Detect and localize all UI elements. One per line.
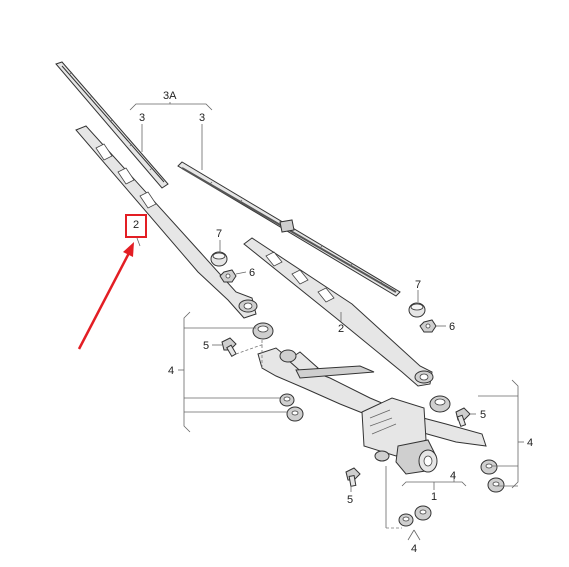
wiper-arm-left — [75, 125, 258, 319]
cap-left — [210, 251, 228, 267]
nut-right — [419, 319, 437, 333]
bushing-left-bottom — [286, 406, 304, 422]
label-arm-right: 2 — [338, 323, 344, 335]
callout-labels: 3A 3 3 2 2 7 7 6 6 4 5 5 4 1 4 5 4 — [133, 90, 533, 555]
bushing-left-top — [279, 393, 295, 407]
cap-right — [408, 302, 426, 318]
highlight-box — [125, 214, 147, 238]
label-cap-right: 7 — [415, 279, 421, 291]
bushing-bottom-left — [398, 513, 414, 527]
label-bolt-left: 5 — [203, 340, 209, 352]
label-blade-left: 3 — [139, 112, 145, 124]
label-nut-left: 6 — [249, 267, 255, 279]
nut-left — [219, 269, 237, 283]
bolt-bottom — [345, 467, 361, 487]
label-bracket-right: 4 — [527, 437, 533, 449]
label-arm-left: 2 — [133, 219, 139, 231]
label-motor-sub: 4 — [450, 470, 456, 482]
bushing-right-top — [480, 459, 498, 475]
wiper-motor — [361, 397, 438, 475]
label-bolt-bottom: 5 — [347, 494, 353, 506]
wiper-blade-right — [177, 161, 401, 297]
label-blade-right: 3 — [199, 112, 205, 124]
wiper-linkage — [252, 322, 487, 447]
wiper-arm-right — [243, 237, 434, 387]
bushing-right-bottom — [487, 477, 505, 493]
highlight-annotation — [77, 214, 147, 350]
highlight-arrow — [77, 252, 131, 350]
arrow-head-icon — [123, 242, 134, 257]
leader-lines — [129, 102, 524, 541]
label-bolt-right-upper: 5 — [480, 409, 486, 421]
bolt-left — [221, 337, 237, 358]
label-cap-left: 7 — [216, 228, 222, 240]
label-bracket-left: 4 — [168, 365, 174, 377]
bushing-bottom-right — [414, 505, 432, 521]
label-3a: 3A — [163, 90, 177, 102]
bolt-right-upper — [455, 407, 471, 428]
label-nuts-bottom: 4 — [411, 543, 417, 555]
label-motor-group: 1 — [431, 491, 437, 503]
wiper-blade-left — [55, 61, 169, 189]
label-nut-right: 6 — [449, 321, 455, 333]
